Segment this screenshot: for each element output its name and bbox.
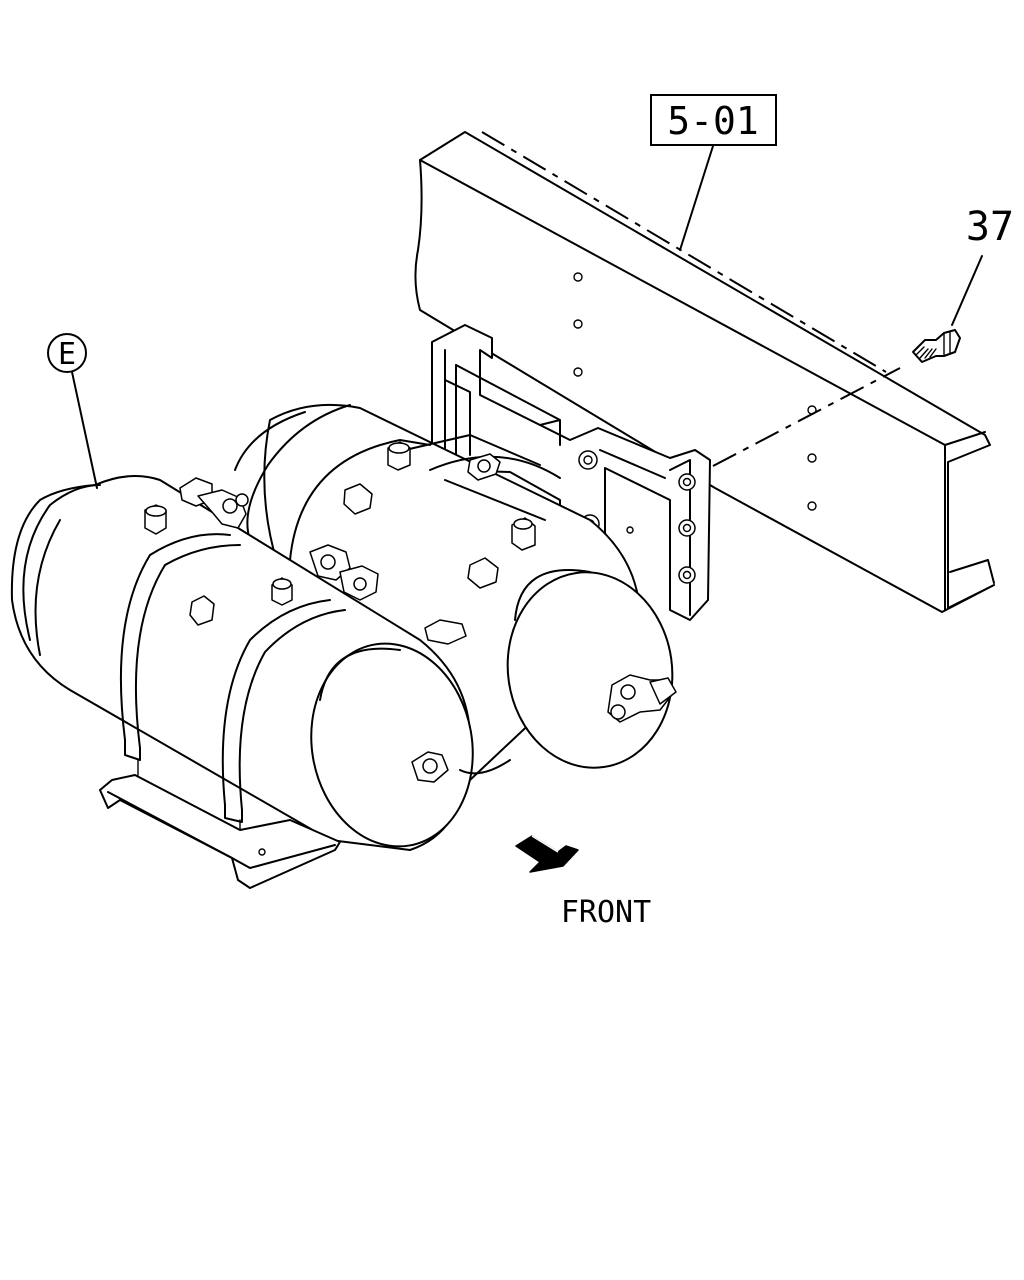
part-37-label: 37 xyxy=(966,204,1014,250)
callout-e-circle xyxy=(47,333,87,373)
lower-cradle xyxy=(99,759,511,889)
back-tank-valves xyxy=(343,441,677,723)
centerline-bolt xyxy=(712,367,901,467)
frame-rail xyxy=(414,131,995,613)
leader-37 xyxy=(951,255,983,326)
front-label: FRONT xyxy=(561,895,651,930)
ref-box xyxy=(650,94,777,146)
front-tank-valves xyxy=(144,504,449,783)
ref-box-label: 5-01 xyxy=(667,99,759,143)
callout-e-label: E xyxy=(58,337,76,372)
front-arrow-icon xyxy=(515,835,579,873)
front-air-tank xyxy=(10,475,474,851)
connecting-fittings xyxy=(179,477,379,601)
leader-e xyxy=(71,371,98,489)
callout-5-01: 5-01 xyxy=(650,94,777,146)
centerline-upper xyxy=(481,131,887,373)
mounting-bracket xyxy=(431,324,711,621)
callout-e: E xyxy=(47,333,87,373)
leader-5-01 xyxy=(679,145,714,251)
bolt-37 xyxy=(912,329,961,363)
leader-lines xyxy=(71,131,983,489)
